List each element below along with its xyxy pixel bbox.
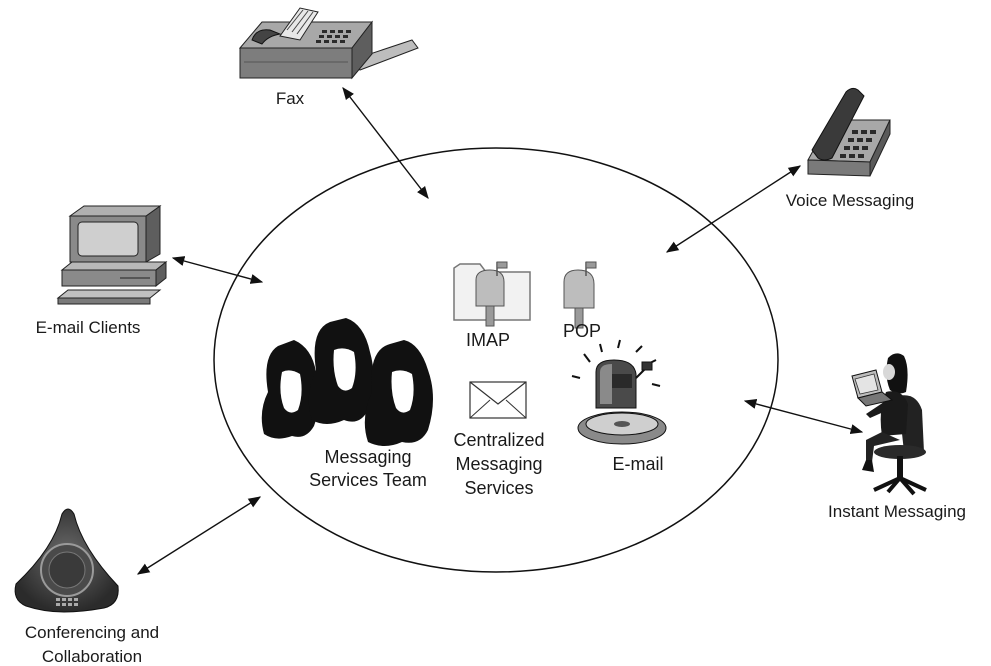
fax-machine-icon	[238, 7, 419, 80]
central-ellipse	[213, 147, 779, 573]
fax-label: Fax	[276, 89, 305, 108]
arrow-email-clients	[171, 256, 264, 284]
central-label-line3: Services	[464, 478, 533, 498]
central-label-line1: Centralized	[453, 430, 544, 450]
email-clients-label: E-mail Clients	[36, 318, 141, 337]
imap-label: IMAP	[466, 330, 510, 350]
pop-mailbox-icon	[563, 261, 597, 329]
conferencing-label-line2: Collaboration	[42, 647, 142, 666]
envelope-icon	[469, 381, 527, 419]
arrow-fax	[342, 87, 429, 199]
person-laptop-icon	[851, 353, 927, 496]
team-label-line1: Messaging	[324, 447, 411, 467]
team-label-line2: Services Team	[309, 470, 427, 490]
arrow-voice-messaging	[665, 165, 802, 253]
arrow-conferencing	[136, 496, 262, 575]
email-mailbox-icon	[571, 339, 667, 445]
conferencing-label-line1: Conferencing and	[25, 623, 159, 642]
central-label-line2: Messaging	[455, 454, 542, 474]
imap-mailbox-folder-icon	[453, 261, 531, 327]
computer-icon	[56, 205, 168, 305]
speakerphone-icon	[14, 508, 119, 613]
arrow-instant-messaging	[743, 399, 864, 434]
team-people-icon	[261, 318, 433, 446]
instant-messaging-label: Instant Messaging	[828, 502, 966, 521]
email-label: E-mail	[612, 454, 663, 474]
voice-messaging-label: Voice Messaging	[786, 191, 915, 210]
pop-label: POP	[563, 321, 601, 341]
telephone-icon	[807, 87, 891, 177]
